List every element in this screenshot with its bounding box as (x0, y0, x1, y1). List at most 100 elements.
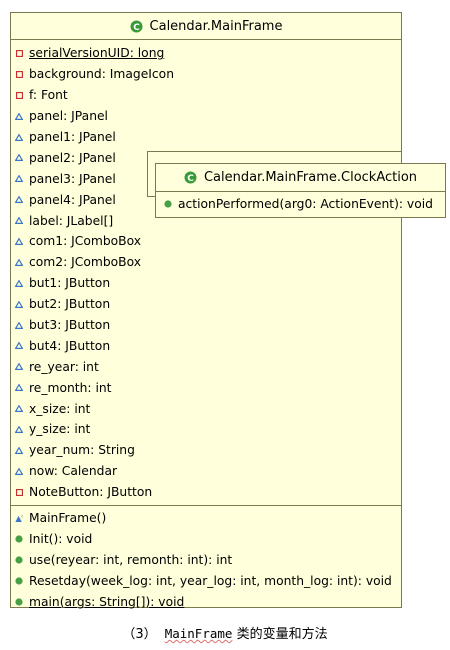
field-row: panel: JPanel (11, 106, 401, 127)
method-row-label: actionPerformed(arg0: ActionEvent): void (178, 197, 433, 212)
field-row-label: panel: JPanel (29, 109, 108, 124)
field-row: com1: JComboBox (11, 231, 401, 252)
figure-caption: （3） MainFrame 类的变量和方法 (0, 623, 450, 642)
package-triangle-icon (15, 300, 23, 308)
field-row: NoteButton: JButton (11, 482, 401, 503)
field-row: label: JLabel[] (11, 210, 401, 231)
method-row: actionPerformed(arg0: ActionEvent): void (160, 194, 445, 215)
public-circle-icon (15, 556, 23, 564)
field-row: panel2: JPanel (11, 147, 401, 168)
package-triangle-icon (15, 363, 23, 371)
field-row-label: but4: JButton (29, 338, 111, 353)
method-row: main(args: String[]): void (11, 591, 401, 612)
field-row-label: serialVersionUID: long (29, 46, 165, 61)
package-triangle-icon (15, 175, 23, 183)
field-row: year_num: String (11, 440, 401, 461)
method-row-label: MainFrame() (29, 511, 107, 526)
field-row: background: ImageIcon (11, 64, 401, 85)
package-triangle-icon (15, 467, 23, 475)
field-row-label: label: JLabel[] (29, 213, 114, 228)
field-row: panel1: JPanel (11, 127, 401, 148)
field-row: but3: JButton (11, 315, 401, 336)
private-square-icon (15, 488, 23, 496)
package-triangle-icon (15, 237, 23, 245)
field-row-label: but3: JButton (29, 318, 111, 333)
private-square-icon (15, 70, 23, 78)
mainframe-fields-section: serialVersionUID: long background: ImageI… (11, 40, 401, 506)
package-triangle-icon (15, 384, 23, 392)
svg-text:c: c (21, 514, 23, 519)
public-circle-icon (15, 535, 23, 543)
field-row-label: x_size: int (29, 401, 91, 416)
field-row: re_year: int (11, 356, 401, 377)
package-triangle-icon (15, 196, 23, 204)
private-square-icon (15, 91, 23, 99)
method-row: Init(): void (11, 528, 401, 549)
method-row-label: Init(): void (29, 531, 93, 546)
constructor-triangle-icon: c (15, 514, 23, 522)
field-row-label: panel4: JPanel (29, 192, 116, 207)
package-triangle-icon (15, 342, 23, 350)
caption-number: （3） (122, 627, 157, 642)
field-row: com2: JComboBox (11, 252, 401, 273)
package-triangle-icon (15, 133, 23, 141)
method-row: Resetday(week_log: int, year_log: int, m… (11, 570, 401, 591)
field-row-label: com2: JComboBox (29, 255, 142, 270)
public-circle-icon (15, 597, 23, 606)
class-icon: C (130, 20, 143, 33)
field-row: f: Font (11, 85, 401, 106)
field-row-label: now: Calendar (29, 464, 118, 479)
svg-text:C: C (187, 174, 194, 184)
package-triangle-icon (15, 446, 23, 454)
field-row: y_size: int (11, 419, 401, 440)
field-row-label: re_month: int (29, 380, 112, 395)
field-row-label: y_size: int (29, 422, 91, 437)
package-triangle-icon (15, 405, 23, 413)
field-row: now: Calendar (11, 461, 401, 482)
field-row-label: panel1: JPanel (29, 130, 116, 144)
field-row: panel4: JPanel (11, 189, 401, 210)
mainframe-methods-section: c MainFrame() Init(): void use(reyear: int,… (11, 506, 401, 612)
svg-text:C: C (133, 22, 140, 32)
field-row-label: panel2: JPanel (29, 150, 116, 165)
class-icon: C (184, 171, 197, 184)
field-row-label: but2: JButton (29, 297, 111, 312)
method-row-label: use(reyear: int, remonth: int): int (29, 552, 233, 567)
field-row: but4: JButton (11, 335, 401, 356)
caption-text: 类的变量和方法 (236, 627, 328, 642)
field-row-label: background: ImageIcon (29, 67, 174, 82)
package-triangle-icon (15, 217, 23, 225)
field-row: but2: JButton (11, 294, 401, 315)
package-triangle-icon (15, 321, 23, 329)
field-row: x_size: int (11, 398, 401, 419)
field-row-label: f: Font (29, 88, 68, 103)
package-triangle-icon (15, 279, 23, 287)
method-row: use(reyear: int, remonth: int): int (11, 549, 401, 570)
method-row-label: Resetday(week_log: int, year_log: int, m… (29, 573, 392, 588)
field-row-label: panel3: JPanel (29, 171, 116, 186)
clockaction-class-title: Calendar.MainFrame.ClockAction (203, 170, 418, 185)
caption-code: MainFrame (164, 626, 233, 641)
private-square-icon (15, 49, 23, 57)
field-row-label: but1: JButton (29, 276, 111, 291)
method-row: c MainFrame() (11, 508, 401, 529)
package-triangle-icon (15, 154, 23, 162)
mainframe-class-title: Calendar.MainFrame (149, 18, 283, 34)
package-triangle-icon (15, 258, 23, 266)
field-row-label: com1: JComboBox (29, 234, 142, 249)
mainframe-class-box: C Calendar.MainFrame serialVersionUID: l… (10, 12, 402, 609)
field-row-label: year_num: String (29, 443, 135, 458)
mainframe-class-header: C Calendar.MainFrame (11, 13, 401, 40)
public-circle-icon (15, 577, 23, 585)
public-circle-icon (164, 200, 172, 209)
package-triangle-icon (15, 112, 23, 120)
clockaction-class-box: C Calendar.MainFrame.ClockAction actionP… (155, 163, 446, 218)
clockaction-class-header: C Calendar.MainFrame.ClockAction (156, 164, 445, 192)
field-row: panel3: JPanel (11, 168, 401, 189)
field-row-label: NoteButton: JButton (29, 485, 153, 500)
package-triangle-icon (15, 425, 23, 433)
field-row: serialVersionUID: long (11, 43, 401, 64)
field-row: but1: JButton (11, 273, 401, 294)
field-row: re_month: int (11, 377, 401, 398)
clockaction-methods-section: actionPerformed(arg0: ActionEvent): void (156, 192, 445, 215)
